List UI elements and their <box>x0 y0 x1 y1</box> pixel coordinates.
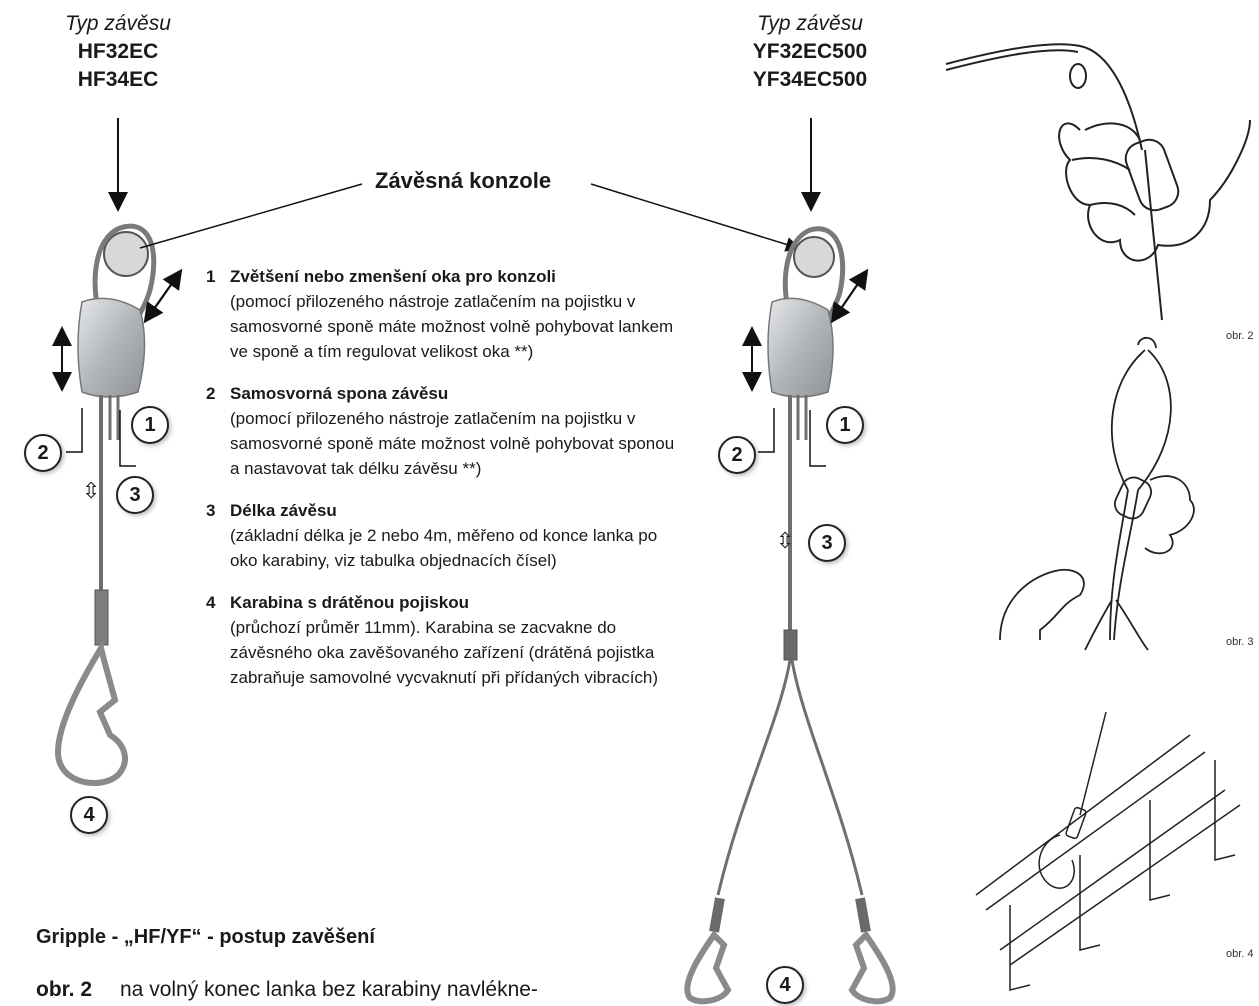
figure-3-caption: obr. 3 <box>1226 636 1254 648</box>
left-length-arrow-icon: ⇳ <box>82 478 100 504</box>
item-3-number: 3 <box>206 498 230 523</box>
figure-2-caption: obr. 2 <box>1226 330 1254 342</box>
right-type-caption: Typ závěsu <box>730 10 890 38</box>
left-bracket-circle <box>104 232 148 276</box>
item-1-title: Zvětšení nebo zmenšení oka pro konzoli <box>230 267 556 286</box>
item-4-number: 4 <box>206 590 230 615</box>
figure-4-sketch <box>976 712 1240 990</box>
right-type-label: Typ závěsu YF32EC500 YF34EC500 <box>730 10 890 94</box>
bracket-leader-left <box>140 184 362 248</box>
right-carabiner-right <box>852 935 893 1001</box>
bracket-leader-right <box>591 184 798 248</box>
figure-4-caption: obr. 4 <box>1226 948 1254 960</box>
left-type-caption: Typ závěsu <box>58 10 178 38</box>
item-2-text: (pomocí přilozeného nástroje zatlačením … <box>206 406 676 481</box>
procedure-title: Gripple - „HF/YF“ - postup zavěšení <box>36 926 375 949</box>
figure-2-sketch <box>946 44 1250 320</box>
item-3-text: (základní délka je 2 nebo 4m, měřeno od … <box>206 523 676 573</box>
item-2-title: Samosvorná spona závěsu <box>230 384 448 403</box>
figure-3-sketch <box>1000 338 1194 650</box>
right-length-arrow-icon: ⇳ <box>776 528 794 554</box>
left-gripper <box>78 298 145 397</box>
left-hanger-drawing <box>58 118 180 783</box>
left-badge-2: 2 <box>24 434 62 472</box>
left-carabiner <box>58 648 125 783</box>
right-bracket-circle <box>794 237 834 277</box>
procedure-step-1-text: na volný konec lanka bez karabiny navlék… <box>120 978 538 1001</box>
right-badge-3: 3 <box>808 524 846 562</box>
item-3-title: Délka závěsu <box>230 501 337 520</box>
left-badge-1: 1 <box>131 406 169 444</box>
right-type-code-1: YF32EC500 <box>730 38 890 66</box>
right-gripper <box>768 298 833 397</box>
left-type-code-2: HF34EC <box>58 66 178 94</box>
right-carabiner-left <box>687 935 728 1001</box>
right-badge-4: 4 <box>766 966 804 1004</box>
left-type-code-1: HF32EC <box>58 38 178 66</box>
item-1-number: 1 <box>206 264 230 289</box>
right-hanger-drawing <box>687 118 892 1001</box>
bracket-label: Závěsná konzole <box>375 168 551 194</box>
right-type-code-2: YF34EC500 <box>730 66 890 94</box>
item-1-text: (pomocí přilozeného nástroje zatlačením … <box>206 289 676 364</box>
right-badge-1: 1 <box>826 406 864 444</box>
right-badge-2: 2 <box>718 436 756 474</box>
left-badge-4: 4 <box>70 796 108 834</box>
procedure-step-1-label: obr. 2 <box>36 978 120 1002</box>
left-type-label: Typ závěsu HF32EC HF34EC <box>58 10 178 94</box>
item-4-text: (průchozí průměr 11mm). Karabina se zacv… <box>206 615 676 690</box>
item-4-title: Karabina s drátěnou pojiskou <box>230 593 469 612</box>
left-badge-3: 3 <box>116 476 154 514</box>
item-2-number: 2 <box>206 381 230 406</box>
